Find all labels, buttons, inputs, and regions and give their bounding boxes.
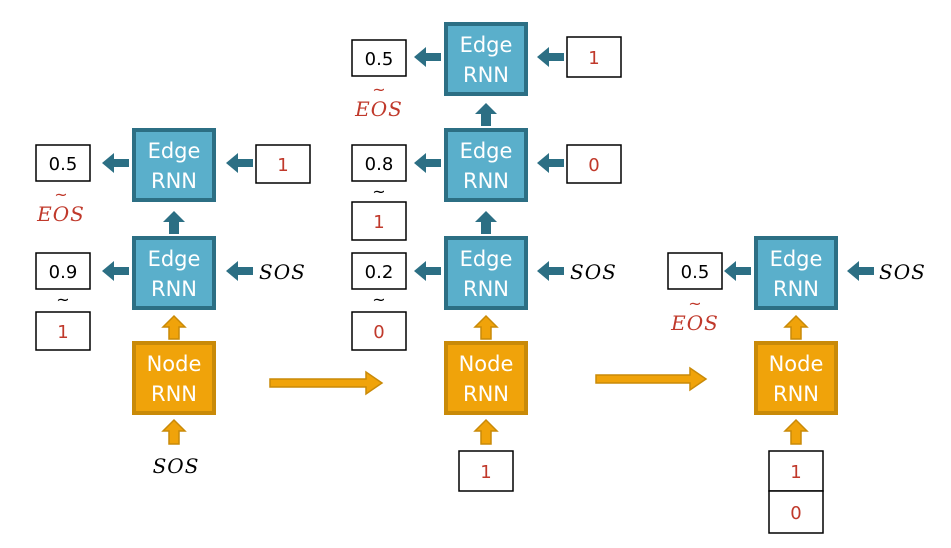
step1-edge1-sampled-value: 1	[57, 322, 68, 343]
svg-text:RNN: RNN	[463, 277, 509, 301]
step2-edge2-output-box	[351, 144, 407, 182]
step3-node-input-arrow	[783, 418, 809, 445]
step2-edge1-output-arrow	[414, 261, 441, 281]
step1-edge2-input-box	[255, 144, 311, 184]
svg-text:Edge: Edge	[770, 247, 823, 271]
step1-edge2-input-value: 1	[277, 155, 288, 176]
svg-text:Edge: Edge	[148, 247, 201, 271]
step1-edge2-output-box	[35, 144, 91, 182]
svg-text:Edge: Edge	[148, 139, 201, 163]
step3-node-input-value-1: 1	[790, 462, 801, 483]
svg-text:Edge: Edge	[460, 33, 513, 57]
step2-edge-rnn-3: Edge RNN	[444, 22, 528, 96]
svg-text:RNN: RNN	[773, 277, 819, 301]
step1-edge2-eos-tilde: ~	[54, 185, 67, 204]
svg-text:Edge: Edge	[460, 139, 513, 163]
step1-edge2-input-arrow	[226, 153, 253, 173]
step3-edge1-sampled-eos: EOS	[670, 311, 719, 335]
step2-edge3-input-box	[566, 36, 622, 78]
svg-text:Node: Node	[459, 352, 514, 376]
step2-edge2-output-arrow	[414, 153, 441, 173]
step2-node-to-edge-arrow	[473, 314, 499, 340]
svg-text:RNN: RNN	[151, 277, 197, 301]
step2-edge3-output-box	[351, 39, 407, 77]
step3-node-input-box-2	[768, 490, 824, 534]
step1-column: Node RNN SOS Edge RNN SOS 0.9 ~ 1 Edge R…	[35, 128, 311, 478]
step2-edge3-output-value: 0.5	[365, 49, 394, 70]
step2-edge3-sampled-eos: EOS	[354, 97, 403, 121]
step2-edge2-sampled-box	[351, 201, 407, 241]
step2-column: Node RNN 1 Edge RNN SOS 0.2 ~ 0 Edge RNN…	[351, 22, 622, 492]
svg-text:RNN: RNN	[463, 382, 509, 406]
step3-node-input-value-2: 0	[790, 503, 801, 524]
step2-edge1-input-sos: SOS	[570, 260, 617, 284]
step2-edge1-output-box	[351, 252, 407, 290]
step2-edge1-input-arrow	[537, 261, 564, 281]
step1-edge2-output-arrow	[102, 153, 129, 173]
svg-text:RNN: RNN	[151, 382, 197, 406]
step2-edge2-input-arrow	[537, 153, 564, 173]
step2-edge1-sampled-box	[351, 311, 407, 351]
svg-text:RNN: RNN	[773, 382, 819, 406]
step2-edge1-output-value: 0.2	[365, 262, 394, 283]
step1-edge-rnn-2: Edge RNN	[132, 128, 216, 202]
step2-edge2-to-edge3-arrow	[475, 103, 497, 126]
step2-edge2-input-box	[566, 144, 622, 184]
step3-edge1-output-value: 0.5	[681, 262, 710, 283]
step1-edge1-output-value: 0.9	[49, 262, 78, 283]
step2-edge2-sample-tilde: ~	[372, 182, 385, 201]
svg-text:RNN: RNN	[151, 169, 197, 193]
step2-edge-rnn-1: Edge RNN	[444, 236, 528, 310]
step3-edge1-input-sos: SOS	[879, 260, 926, 284]
step2-edge2-input-value: 0	[588, 155, 599, 176]
step3-node-to-edge-arrow	[783, 314, 809, 340]
svg-text:Node: Node	[147, 352, 202, 376]
step1-edge1-input-sos: SOS	[259, 260, 306, 284]
svg-text:Edge: Edge	[460, 247, 513, 271]
step1-node-input-arrow	[161, 418, 187, 445]
step1-edge1-to-edge2-arrow	[163, 211, 185, 234]
step2-edge1-sampled-value: 0	[373, 322, 384, 343]
step2-edge1-sample-tilde: ~	[372, 290, 385, 309]
step1-edge1-output-arrow	[102, 261, 129, 281]
step2-edge3-input-arrow	[537, 47, 564, 67]
step2-edge2-output-value: 0.8	[365, 154, 394, 175]
step1-edge1-sampled-box	[35, 311, 91, 351]
step1-edge1-sample-tilde: ~	[56, 290, 69, 309]
step2-edge3-eos-tilde: ~	[372, 80, 385, 99]
step2-edge3-input-value: 1	[588, 48, 599, 69]
step2-node-input-box	[458, 450, 514, 492]
svg-text:RNN: RNN	[463, 63, 509, 87]
step3-node-rnn: Node RNN	[754, 341, 838, 415]
svg-text:RNN: RNN	[463, 169, 509, 193]
svg-text:Node: Node	[769, 352, 824, 376]
step3-edge1-output-box	[667, 252, 723, 290]
step3-node-input-box-1	[768, 450, 824, 492]
step2-node-rnn: Node RNN	[444, 341, 528, 415]
step2-edge1-to-edge2-arrow	[475, 211, 497, 234]
step3-edge1-input-arrow	[847, 261, 874, 281]
step1-node-to-edge-arrow	[161, 314, 187, 340]
step2-node-input-arrow	[473, 418, 499, 445]
step1-edge2-output-value: 0.5	[49, 154, 78, 175]
step3-column: Node RNN 1 0 Edge RNN SOS 0.5 ~ EOS	[667, 236, 926, 534]
step1-edge-rnn-1: Edge RNN	[132, 236, 216, 310]
step1-edge1-input-arrow	[226, 261, 253, 281]
step2-edge3-output-arrow	[414, 47, 441, 67]
step2-node-input-value: 1	[480, 462, 491, 483]
step1-to-step2-arrow	[269, 370, 384, 396]
step3-edge1-output-arrow	[724, 261, 751, 281]
step3-edge1-eos-tilde: ~	[688, 294, 701, 313]
step1-edge1-output-box	[35, 252, 91, 290]
step1-edge2-sampled-eos: EOS	[36, 202, 85, 226]
step2-to-step3-arrow	[595, 366, 708, 392]
step1-node-rnn: Node RNN	[132, 341, 216, 415]
step2-edge-rnn-2: Edge RNN	[444, 128, 528, 202]
step1-node-input-sos: SOS	[153, 454, 200, 478]
step2-edge2-sampled-value: 1	[373, 212, 384, 233]
step3-edge-rnn-1: Edge RNN	[754, 236, 838, 310]
